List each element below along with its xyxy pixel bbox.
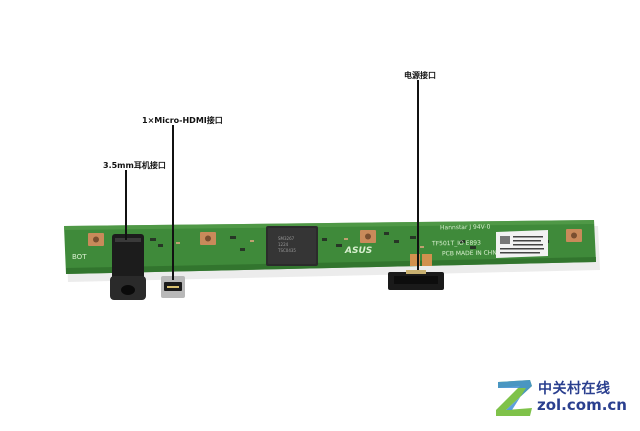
chip-marking-2: 1224: [278, 242, 289, 247]
zol-logo-icon: [496, 380, 532, 416]
silk-bot: BOT: [72, 253, 87, 261]
callout-audio-jack: 3.5mm耳机接口: [103, 161, 166, 170]
silk-model: TF501T_IO E893: [431, 239, 481, 248]
silk-pcb: PCB MADE IN CHN: [441, 249, 497, 258]
label-sticker: [496, 230, 548, 258]
zol-watermark: 中关村在线 zol.com.cn: [492, 376, 637, 420]
chip-marking-1: SM3267: [278, 236, 295, 241]
micro-hdmi-connector: [161, 276, 185, 298]
callout-line-audio: [125, 170, 127, 240]
silk-brand: ASUS: [345, 246, 373, 256]
watermark-en: zol.com.cn: [537, 396, 627, 414]
callout-power-port: 电源接口: [404, 71, 436, 80]
silk-rev: Hannstar J 94V-0: [439, 223, 491, 232]
chip-marking-3: TSC0435: [278, 248, 296, 253]
main-chip: [266, 226, 318, 266]
callout-line-hdmi: [172, 125, 174, 280]
callout-line-power: [417, 80, 419, 270]
callout-hdmi-port: 1×Micro-HDMI接口: [142, 116, 223, 125]
watermark-cn: 中关村在线: [538, 381, 611, 397]
power-connector: [388, 270, 444, 290]
audio-jack: [110, 234, 146, 300]
